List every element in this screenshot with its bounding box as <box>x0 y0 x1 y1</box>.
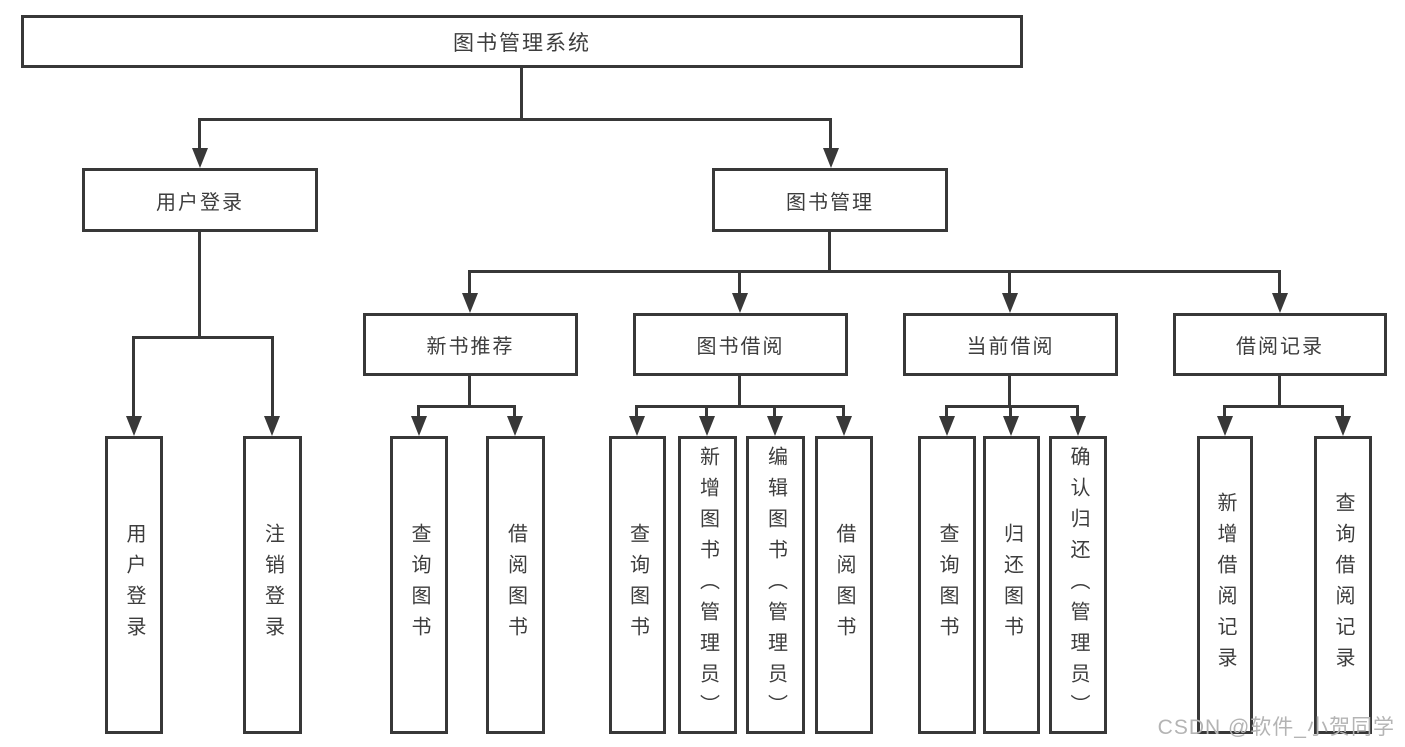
arrow-down-icon <box>699 416 715 436</box>
connector-line <box>418 405 516 408</box>
node-book-management: 图书管理 <box>712 168 948 232</box>
leaf-add-borrow-record: 新增借阅记录 <box>1197 436 1253 734</box>
leaf-query-borrow-record: 查询借阅记录 <box>1314 436 1372 734</box>
arrow-down-icon <box>1070 416 1086 436</box>
node-book-borrow-label: 图书借阅 <box>696 336 785 358</box>
connector-line <box>198 118 832 121</box>
arrow-down-icon <box>836 416 852 436</box>
connector-line <box>1008 270 1011 295</box>
connector-line <box>828 232 831 273</box>
connector-line <box>945 405 948 418</box>
connector-line <box>1076 405 1079 418</box>
arrow-down-icon <box>629 416 645 436</box>
connector-line <box>1278 376 1281 408</box>
arrow-down-icon <box>411 416 427 436</box>
connector-line <box>738 270 741 295</box>
leaf-return-book-label: 归还图书 <box>1000 523 1023 647</box>
node-user-login-label: 用户登录 <box>156 191 244 214</box>
leaf-query-borrow-record-label: 查询借阅记录 <box>1332 492 1354 678</box>
node-book-borrow: 图书借阅 <box>633 313 848 376</box>
connector-line <box>705 405 708 418</box>
arrow-down-icon <box>732 293 748 313</box>
leaf-user-login: 用户登录 <box>105 436 163 734</box>
leaf-confirm-return-admin-label: 确认归还（管理员） <box>1067 445 1089 725</box>
leaf-query-book-label: 查询图书 <box>626 523 649 647</box>
node-root: 图书管理系统 <box>21 15 1023 68</box>
leaf-logout: 注销登录 <box>243 436 302 734</box>
leaf-borrow-book: 借阅图书 <box>486 436 545 734</box>
arrow-down-icon <box>462 293 478 313</box>
leaf-return-book: 归还图书 <box>983 436 1040 734</box>
arrow-down-icon <box>507 416 523 436</box>
leaf-add-borrow-record-label: 新增借阅记录 <box>1214 492 1236 678</box>
arrow-down-icon <box>1003 416 1019 436</box>
arrow-down-icon <box>264 416 280 436</box>
node-new-book-recommend: 新书推荐 <box>363 313 578 376</box>
connector-line <box>1009 405 1012 418</box>
leaf-query-book: 查询图书 <box>609 436 666 734</box>
leaf-borrow-book-label: 借阅图书 <box>504 523 527 647</box>
connector-line <box>133 336 274 339</box>
leaf-user-login-label: 用户登录 <box>123 523 145 647</box>
node-new-book-recommend-label: 新书推荐 <box>426 336 515 358</box>
node-book-management-label: 图书管理 <box>786 191 874 214</box>
connector-line <box>1008 376 1011 408</box>
arrow-down-icon <box>767 416 783 436</box>
connector-line <box>1341 405 1344 418</box>
connector-line <box>198 118 201 150</box>
connector-line <box>842 405 845 418</box>
arrow-down-icon <box>1002 293 1018 313</box>
arrow-down-icon <box>192 148 208 168</box>
connector-line <box>469 270 1281 273</box>
leaf-query-book: 查询图书 <box>918 436 976 734</box>
node-user-login: 用户登录 <box>82 168 318 232</box>
leaf-borrow-book: 借阅图书 <box>815 436 873 734</box>
connector-line <box>829 118 832 150</box>
leaf-query-book-label: 查询图书 <box>408 523 430 647</box>
arrow-down-icon <box>1335 416 1351 436</box>
connector-line <box>198 232 201 338</box>
connector-line <box>1223 405 1226 418</box>
node-borrow-records-label: 借阅记录 <box>1236 336 1324 358</box>
connector-line <box>132 336 135 418</box>
leaf-logout-label: 注销登录 <box>261 523 284 647</box>
arrow-down-icon <box>1272 293 1288 313</box>
connector-line <box>417 405 420 418</box>
connector-line <box>946 405 1079 408</box>
arrow-down-icon <box>126 416 142 436</box>
arrow-down-icon <box>823 148 839 168</box>
connector-line <box>636 405 845 408</box>
connector-line <box>468 376 471 408</box>
node-current-borrow-label: 当前借阅 <box>966 336 1055 358</box>
connector-line <box>738 376 741 408</box>
connector-line <box>773 405 776 418</box>
leaf-query-book: 查询图书 <box>390 436 448 734</box>
node-borrow-records: 借阅记录 <box>1173 313 1387 376</box>
arrow-down-icon <box>939 416 955 436</box>
arrow-down-icon <box>1217 416 1233 436</box>
leaf-query-book-label: 查询图书 <box>936 523 958 647</box>
connector-line <box>520 66 523 121</box>
leaf-edit-book-admin: 编辑图书（管理员） <box>746 436 805 734</box>
leaf-edit-book-admin-label: 编辑图书（管理员） <box>764 445 787 725</box>
leaf-add-book-admin: 新增图书（管理员） <box>678 436 737 734</box>
leaf-add-book-admin-label: 新增图书（管理员） <box>696 445 719 725</box>
connector-line <box>1278 270 1281 295</box>
connector-line <box>635 405 638 418</box>
connector-line <box>1224 405 1344 408</box>
connector-line <box>271 336 274 418</box>
connector-line <box>513 405 516 418</box>
connector-line <box>468 270 471 295</box>
leaf-borrow-book-label: 借阅图书 <box>833 523 855 647</box>
watermark: CSDN @软件_小贺同学 <box>1157 716 1395 739</box>
node-root-label: 图书管理系统 <box>453 31 591 55</box>
node-current-borrow: 当前借阅 <box>903 313 1118 376</box>
leaf-confirm-return-admin: 确认归还（管理员） <box>1049 436 1107 734</box>
